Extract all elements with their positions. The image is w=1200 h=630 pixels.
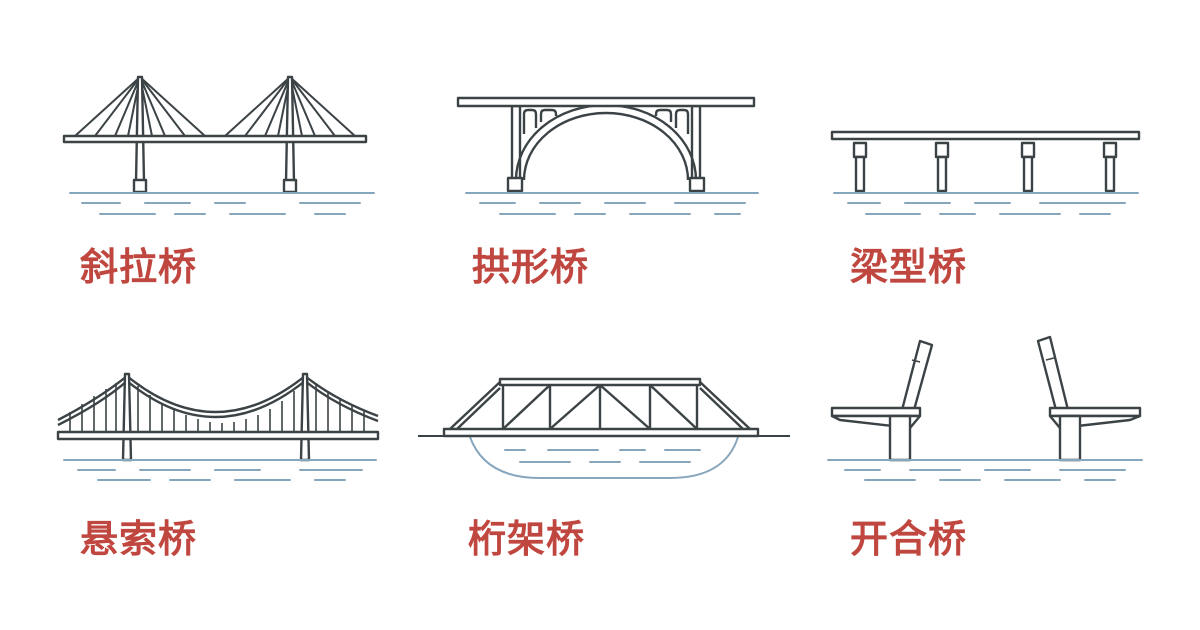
bascule-bridge-icon	[830, 335, 1142, 462]
label-arch-bridge: 拱形桥	[472, 245, 590, 289]
label-beam-bridge: 梁型桥	[850, 245, 968, 289]
label-cable-stayed-bridge: 斜拉桥	[80, 245, 198, 289]
arch-bridge-icon	[456, 96, 756, 193]
water-icon	[465, 192, 759, 215]
label-bascule-bridge: 开合桥	[850, 517, 968, 561]
water-icon	[63, 459, 377, 481]
suspension-bridge-icon	[56, 372, 380, 462]
water-icon	[504, 449, 701, 463]
beam-bridge-icon	[830, 130, 1141, 193]
label-truss-bridge: 桁架桥	[468, 517, 586, 561]
water-icon	[69, 192, 375, 215]
water-icon	[833, 192, 1139, 215]
label-suspension-bridge: 悬索桥	[80, 517, 198, 561]
water-icon	[827, 459, 1143, 481]
truss-bridge-icon	[418, 377, 790, 479]
cable-stayed-bridge-icon	[62, 75, 368, 194]
